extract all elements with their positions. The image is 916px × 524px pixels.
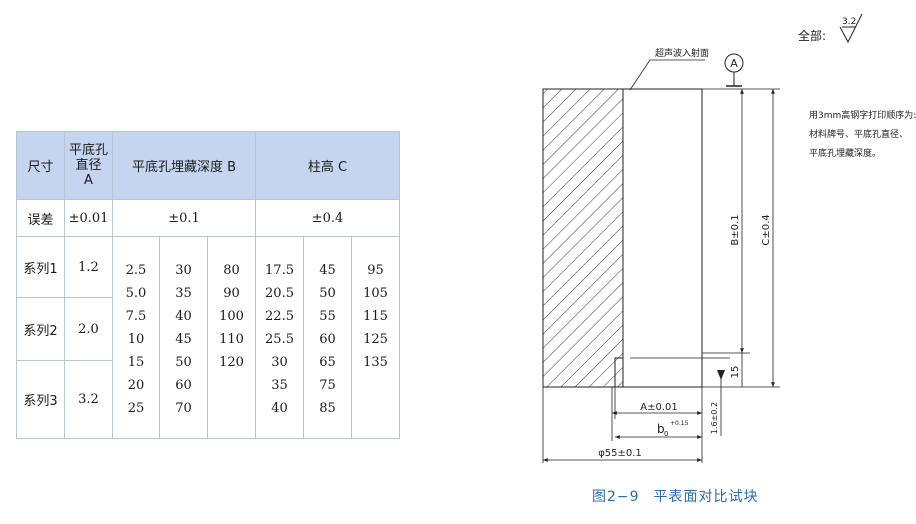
datum-label: A xyxy=(730,57,738,70)
header-diameter-line2: 直径 xyxy=(75,158,102,173)
table-cell-value: 17.5 xyxy=(265,263,294,278)
table-cell-value: 2.5 xyxy=(125,263,147,278)
table-cell-value: 105 xyxy=(363,286,388,301)
table-cell-value: 40 xyxy=(175,309,192,324)
table-cell-value: 90 xyxy=(223,286,240,301)
specimen-dimension-table: 尺寸 平底孔 直径 A 平底孔埋藏深度 B 柱高 C 误差 ±0.01 ±0.1… xyxy=(16,131,401,439)
table-cell-value: 80 xyxy=(223,263,240,278)
depth-column-3: 80 90 100 110 120 xyxy=(206,236,257,439)
table-cell-value: 15 xyxy=(127,355,145,370)
table-cell-value: 25 xyxy=(127,401,145,416)
series-2-label: 系列2 xyxy=(16,297,65,361)
table-cell-value: 120 xyxy=(219,355,244,370)
dim-16-label: 1.6±0.2 xyxy=(710,402,719,434)
dim-b0-label: b xyxy=(657,422,665,436)
dim-b-label: B±0.1 xyxy=(730,214,741,245)
depth-column-2: 30 35 40 45 50 60 70 xyxy=(159,236,208,439)
table-cell-value: 50 xyxy=(175,355,192,370)
header-height: 柱高 C xyxy=(255,131,401,200)
stamp-note-line1: 用3mm高钢字打印顺序为: xyxy=(809,109,916,121)
table-cell-value: 115 xyxy=(363,309,388,324)
specimen-outline xyxy=(623,88,703,388)
dim-c-label: C±0.4 xyxy=(761,214,772,245)
figure-caption: 图2−9 平表面对比试块 xyxy=(592,486,759,506)
table-cell-value: 35 xyxy=(271,378,288,393)
roughness-value: 3.2 xyxy=(842,17,856,27)
table-cell-value: 40 xyxy=(271,401,288,416)
dim-55-label: φ55±0.1 xyxy=(598,448,642,459)
table-cell-value: 60 xyxy=(175,378,192,393)
table-cell-value: 45 xyxy=(175,332,192,347)
series-3-label: 系列3 xyxy=(16,360,65,439)
series-1-label: 系列1 xyxy=(16,236,65,298)
flat-bottom-hole xyxy=(614,357,623,387)
dim-b0-superscript: +0.15 xyxy=(670,420,689,427)
table-cell-value: 85 xyxy=(319,401,336,416)
table-cell-value: 55 xyxy=(319,309,336,324)
table-cell-value: 65 xyxy=(319,355,336,370)
table-cell-value: 22.5 xyxy=(265,309,294,324)
table-cell-value: 50 xyxy=(319,286,336,301)
dim-16-arrow xyxy=(717,370,725,380)
roughness-symbol-icon xyxy=(839,13,863,44)
height-column-3: 95 105 115 125 135 xyxy=(351,236,401,439)
table-cell-value: 35 xyxy=(175,286,192,301)
surface-leader xyxy=(629,59,705,91)
header-diameter-line1: 平底孔 xyxy=(68,143,108,158)
figure-number: 图2−9 xyxy=(592,489,640,505)
table-cell-value: 75 xyxy=(319,378,336,393)
table-cell-value: 100 xyxy=(219,309,244,324)
dim-a-label: A±0.01 xyxy=(640,402,678,413)
hatched-section xyxy=(542,88,624,388)
header-depth: 平底孔埋藏深度 B xyxy=(111,131,257,200)
table-cell-value: 60 xyxy=(319,332,336,347)
table-cell-value: 135 xyxy=(363,355,388,370)
dim-15-label: 15 xyxy=(730,366,741,379)
tolerance-height: ±0.4 xyxy=(255,199,401,237)
table-cell-value: 7.5 xyxy=(125,309,147,324)
roughness-label: 全部: xyxy=(798,28,826,43)
table-cell-value: 30 xyxy=(175,263,192,278)
table-cell-value: 5.0 xyxy=(125,286,147,301)
series-2-diameter: 2.0 xyxy=(64,297,113,361)
header-diameter-line3: A xyxy=(84,173,93,188)
stamp-note-line2: 材料牌号、平底孔直径、 xyxy=(809,128,908,140)
table-cell-value: 125 xyxy=(363,332,388,347)
series-3-diameter: 3.2 xyxy=(64,360,113,439)
height-column-2: 45 50 55 60 65 75 85 xyxy=(303,236,353,439)
table-cell-value: 20 xyxy=(127,378,145,393)
table-cell-value: 25.5 xyxy=(265,332,294,347)
table-cell-value: 110 xyxy=(219,332,244,347)
header-size: 尺寸 xyxy=(16,131,65,200)
surface-label: 超声波入射面 xyxy=(655,47,709,59)
stamp-note-line3: 平底孔埋藏深度。 xyxy=(809,147,881,159)
table-cell-value: 70 xyxy=(175,401,192,416)
table-cell-value: 95 xyxy=(367,263,384,278)
dim-b0-subscript: 0 xyxy=(664,430,668,438)
figure-title: 平表面对比试块 xyxy=(653,489,759,505)
table-cell-value: 30 xyxy=(271,355,288,370)
table-cell-value: 20.5 xyxy=(265,286,294,301)
tolerance-depth: ±0.1 xyxy=(111,199,257,237)
series-1-diameter: 1.2 xyxy=(64,236,113,298)
table-cell-value: 10 xyxy=(127,332,145,347)
table-cell-value: 45 xyxy=(319,263,336,278)
